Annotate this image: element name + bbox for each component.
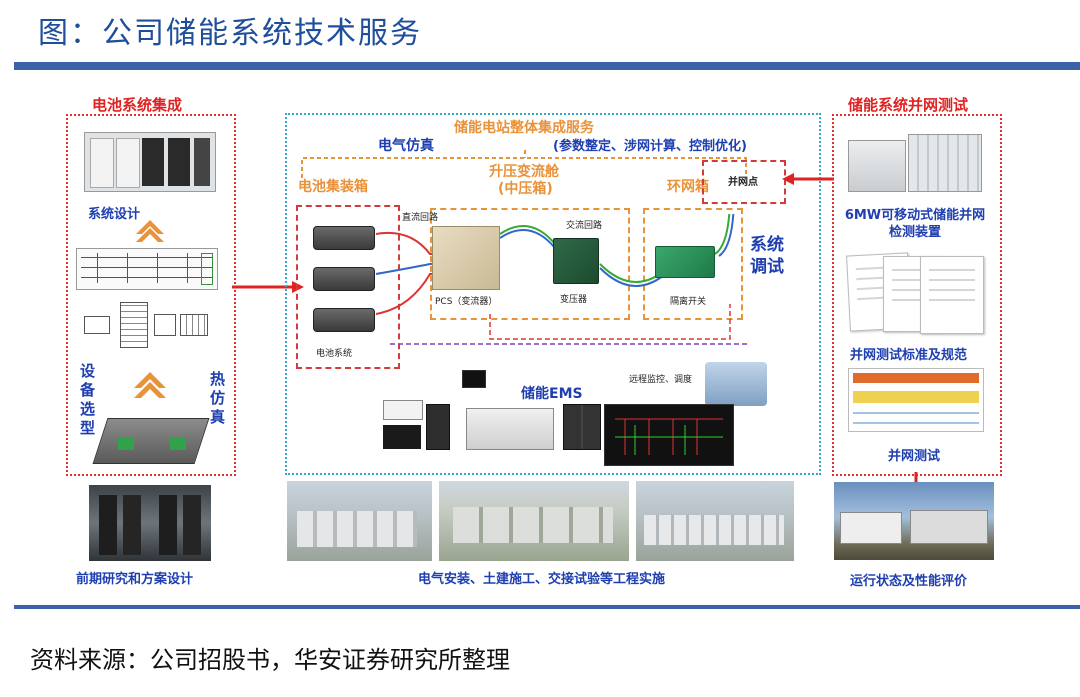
standard-document xyxy=(920,256,984,334)
ems-label: 储能EMS xyxy=(521,386,583,402)
site-photo-1 xyxy=(287,481,432,561)
page-title: 图：公司储能系统技术服务 xyxy=(38,16,422,51)
battery-module xyxy=(313,308,375,332)
ems-device xyxy=(383,400,423,420)
power-cables xyxy=(375,214,750,345)
pcs-label: PCS（变流器） xyxy=(435,297,498,307)
battery-container-image xyxy=(80,122,218,198)
system-debug-label: 系统调试 xyxy=(750,235,784,277)
site-photo-3 xyxy=(636,481,794,561)
isolation-switch-image xyxy=(655,246,715,278)
center-caption: 电气安装、土建施工、交接试验等工程实施 xyxy=(418,572,666,587)
operator-workstation-image xyxy=(705,362,767,406)
source-note: 资料来源：公司招股书，华安证券研究所整理 xyxy=(30,646,510,674)
battery-system-label: 电池系统 xyxy=(316,349,353,359)
booster-sub-label: (中压箱) xyxy=(498,181,553,197)
right-caption: 运行状态及性能评价 xyxy=(850,574,968,589)
left-caption: 前期研究和方案设计 xyxy=(76,572,194,587)
thermal-simulation-label: 热仿真 xyxy=(210,370,226,426)
station-integration-panel xyxy=(285,113,821,475)
station-integration-header: 储能电站整体集成服务 xyxy=(454,120,594,136)
pcs-container-image xyxy=(432,226,500,290)
data-room-photo xyxy=(89,485,211,561)
remote-monitoring-label: 远程监控、调度 xyxy=(629,375,693,385)
scada-screen xyxy=(604,404,734,466)
test-standards-label: 并网测试标准及规范 xyxy=(850,348,968,363)
ring-cabinet-label: 环网箱 xyxy=(667,179,709,195)
grid-test-header: 储能系统并网测试 xyxy=(848,96,969,114)
battery-system-box xyxy=(296,205,400,369)
electrical-simulation-label: 电气仿真 xyxy=(378,138,434,154)
up-arrow-icon xyxy=(134,372,166,398)
ems-device xyxy=(383,425,421,449)
ac-loop-label: 交流回路 xyxy=(566,221,603,231)
bracket-line xyxy=(301,150,747,178)
isolation-switch-label: 隔离开关 xyxy=(670,297,707,307)
left-arrow-icon xyxy=(782,173,834,185)
layout-drawing xyxy=(80,296,214,350)
ems-container-image xyxy=(466,408,554,450)
battery-module xyxy=(313,226,375,250)
ring-cabinet-box xyxy=(643,208,743,320)
transformer-image xyxy=(553,238,599,284)
battery-integration-panel xyxy=(66,114,236,476)
top-divider xyxy=(14,62,1080,70)
schematic-drawing xyxy=(76,248,218,290)
battery-integration-header: 电池系统集成 xyxy=(92,96,183,114)
battery-container-label: 电池集装箱 xyxy=(298,179,368,195)
site-photo-2 xyxy=(439,481,629,561)
monitor-icon xyxy=(462,370,486,388)
battery-module xyxy=(313,267,375,291)
grid-point-label: 并网点 xyxy=(728,177,758,188)
right-arrow-icon xyxy=(232,281,304,293)
equipment-selection-label: 设备选型 xyxy=(80,362,96,437)
ems-rack xyxy=(426,404,450,450)
up-arrow-icon xyxy=(136,220,164,242)
ems-server-rack xyxy=(563,404,601,450)
station-integration-subheader: (参数整定、涉网计算、控制优化) xyxy=(553,139,747,154)
grid-test-label: 并网测试 xyxy=(888,449,941,464)
system-design-label: 系统设计 xyxy=(88,207,141,222)
mobile-test-device-label: 6MW可移动式储能并网检测装置 xyxy=(844,208,986,240)
transformer-label: 变压器 xyxy=(560,295,588,305)
bottom-divider xyxy=(14,605,1080,609)
dc-loop-label: 直流回路 xyxy=(402,213,439,223)
pcs-module-image xyxy=(92,408,210,466)
booster-title-label: 升压变流舱 xyxy=(489,164,559,180)
test-waveform-image xyxy=(848,368,984,432)
grid-point-box xyxy=(702,160,786,204)
field-test-photo xyxy=(834,482,994,560)
mobile-test-device-image xyxy=(846,124,982,200)
